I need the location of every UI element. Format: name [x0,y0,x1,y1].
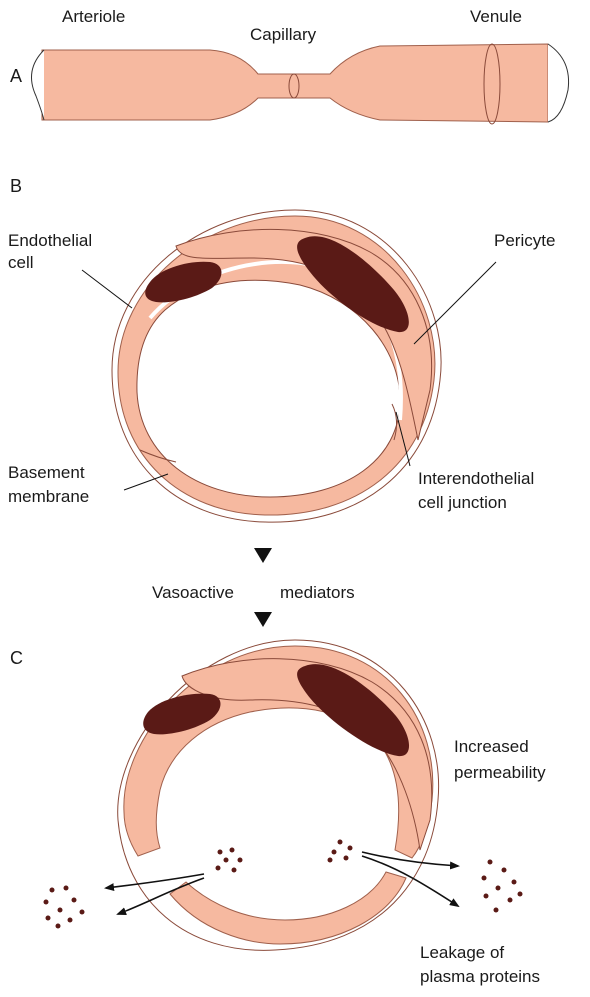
protein-cluster-left-outside [44,886,85,929]
arrowhead-down-1 [254,548,272,563]
mediator-arrows [254,548,272,627]
panel-label-a: A [10,66,22,86]
panel-label-b: B [10,176,22,196]
arrowhead-down-2 [254,612,272,627]
panel-b-cross-section [112,210,441,522]
label-endothelial-line2: cell [8,253,34,272]
label-leakage-line2: plasma proteins [420,967,540,986]
protein-cluster-right-outside [482,860,523,913]
label-leakage-line1: Leakage of [420,943,504,962]
label-mediators: mediators [280,583,355,602]
venule-opening [548,44,569,122]
label-endothelial-line1: Endothelial [8,231,92,250]
leader-endothelial [82,270,132,308]
label-increased-line2: permeability [454,763,546,782]
label-vasoactive: Vasoactive [152,583,234,602]
panel-c-cross-section [118,640,439,950]
label-capillary: Capillary [250,25,317,44]
label-pericyte: Pericyte [494,231,555,250]
arteriole-opening [32,50,45,120]
label-basement-line1: Basement [8,463,85,482]
vessel-body [42,44,548,122]
label-junction-line1: Interendothelial [418,469,534,488]
panel-a-vessel [32,44,569,124]
label-increased-line1: Increased [454,737,529,756]
label-venule: Venule [470,7,522,26]
label-basement-line2: membrane [8,487,89,506]
label-junction-line2: cell junction [418,493,507,512]
panel-label-c: C [10,648,23,668]
label-arteriole: Arteriole [62,7,125,26]
